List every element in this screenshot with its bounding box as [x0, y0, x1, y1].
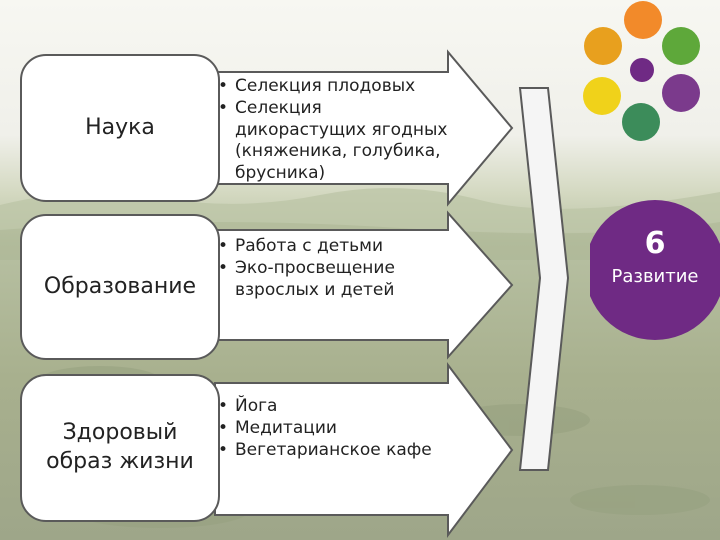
row-title-science: Наука — [85, 114, 155, 140]
cycle-node-lower-right — [662, 74, 700, 112]
row-title-education: Образование — [43, 273, 197, 299]
bullets-education: Работа с детьми Эко-просвещение взрослых… — [218, 236, 448, 301]
bullet-item: Работа с детьми — [218, 236, 448, 258]
development-label: Развитие — [611, 266, 699, 287]
development-circle — [590, 200, 720, 340]
bullets-science: Селекция плодовых Селекция дикорастущих … — [218, 76, 458, 185]
cycle-node-bottom — [622, 103, 660, 141]
mini-cycle-diagram — [583, 1, 700, 141]
bullet-item: Медитации — [218, 418, 448, 440]
cycle-node-lower-left — [583, 77, 621, 115]
bullet-item: Вегетарианское кафе — [218, 440, 448, 462]
bullet-item: Селекция плодовых — [218, 76, 458, 98]
row-title-health: Здоровый образ жизни — [46, 420, 194, 474]
bullet-item: Эко-просвещение взрослых и детей — [218, 258, 448, 302]
bullet-item: Йога — [218, 396, 448, 418]
development-number: 6 — [644, 226, 666, 261]
cycle-node-top — [624, 1, 662, 39]
row-box-science: Наука — [20, 54, 220, 202]
bullet-item: Селекция дикорастущих ягодных (княженика… — [218, 98, 458, 185]
bullets-health: Йога Медитации Вегетарианское кафе — [218, 396, 448, 461]
row-box-health: Здоровый образ жизни — [20, 374, 220, 522]
cycle-node-upper-left — [584, 27, 622, 65]
chevron-arrow — [518, 87, 570, 471]
cycle-center — [630, 58, 654, 82]
cycle-node-upper-right — [662, 27, 700, 65]
row-box-education: Образование — [20, 214, 220, 360]
